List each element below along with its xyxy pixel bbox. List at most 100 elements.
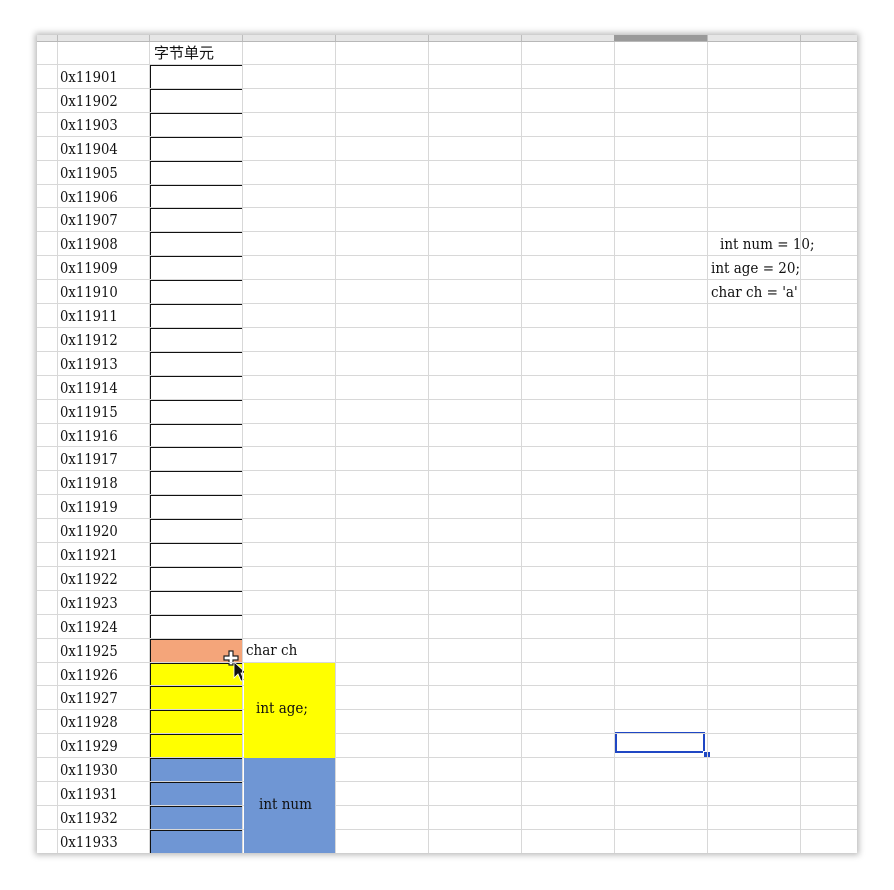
byte-cell[interactable]: [150, 161, 243, 185]
address-label: 0x11929: [60, 737, 118, 755]
byte-cell[interactable]: [150, 543, 243, 567]
grid-line: [37, 64, 857, 65]
byte-cell[interactable]: [150, 806, 243, 830]
char-ch-label: char ch: [246, 641, 298, 659]
int-num-label: int num: [259, 795, 312, 813]
grid-line: [37, 375, 857, 376]
byte-cell[interactable]: [150, 758, 243, 782]
address-label: 0x11915: [60, 403, 118, 421]
grid-line: [37, 542, 857, 543]
address-label: 0x11914: [60, 379, 118, 397]
grid-line: [37, 399, 857, 400]
address-label: 0x11920: [60, 522, 118, 540]
byte-cell[interactable]: [150, 615, 243, 639]
grid-line: [335, 42, 336, 853]
byte-unit-header: 字节单元: [154, 44, 215, 62]
byte-cell[interactable]: [150, 782, 243, 806]
byte-cell[interactable]: [150, 208, 243, 232]
byte-cell[interactable]: [150, 471, 243, 495]
grid-line: [707, 42, 708, 853]
byte-cell[interactable]: [150, 830, 243, 853]
code-line: int age = 20;: [711, 259, 801, 277]
grid-line: [37, 494, 857, 495]
byte-cell[interactable]: [150, 495, 243, 519]
column-header-cell[interactable]: [149, 35, 243, 41]
address-label: 0x11901: [60, 68, 118, 86]
byte-cell[interactable]: [150, 519, 243, 543]
address-label: 0x11931: [60, 785, 118, 803]
grid-line: [37, 685, 857, 686]
byte-cell[interactable]: [150, 710, 243, 734]
byte-cell[interactable]: [150, 591, 243, 615]
address-label: 0x11930: [60, 761, 118, 779]
address-label: 0x11912: [60, 331, 118, 349]
address-label: 0x11923: [60, 594, 118, 612]
grid-line: [521, 42, 522, 853]
byte-cell[interactable]: [150, 567, 243, 591]
address-label: 0x11908: [60, 235, 118, 253]
byte-cell[interactable]: [150, 352, 243, 376]
address-label: 0x11904: [60, 140, 118, 158]
column-header-cell[interactable]: [57, 35, 150, 41]
byte-cell[interactable]: [150, 256, 243, 280]
address-label: 0x11911: [60, 307, 118, 325]
column-header-bar[interactable]: [37, 35, 857, 42]
column-header-cell[interactable]: [37, 35, 58, 41]
grid-line: [37, 829, 857, 830]
grid-line: [37, 207, 857, 208]
byte-cell[interactable]: [150, 137, 243, 161]
byte-cell[interactable]: [150, 734, 243, 758]
grid-line: [37, 88, 857, 89]
byte-cell[interactable]: [150, 424, 243, 448]
column-header-cell[interactable]: [242, 35, 336, 41]
grid-line: [37, 709, 857, 710]
column-header-cell[interactable]: [800, 35, 857, 41]
byte-cell[interactable]: [150, 376, 243, 400]
byte-cell[interactable]: [150, 185, 243, 209]
grid-line: [37, 423, 857, 424]
grid-line: [37, 112, 857, 113]
column-header-cell[interactable]: [614, 35, 708, 41]
byte-cell[interactable]: [150, 328, 243, 352]
byte-cell[interactable]: [150, 686, 243, 710]
selected-cell[interactable]: [615, 732, 705, 753]
address-label: 0x11903: [60, 116, 118, 134]
grid-line: [37, 590, 857, 591]
byte-cell[interactable]: [150, 400, 243, 424]
grid-line: [800, 42, 801, 853]
grid-line: [37, 757, 857, 758]
int-num-block: [244, 758, 335, 853]
address-label: 0x11913: [60, 355, 118, 373]
address-label: 0x11924: [60, 618, 118, 636]
byte-cell[interactable]: [150, 89, 243, 113]
code-line: int num = 10;: [720, 235, 815, 253]
grid-line: [37, 184, 857, 185]
grid-line: [37, 518, 857, 519]
grid-line: [57, 42, 58, 853]
grid-line: [37, 781, 857, 782]
byte-cell[interactable]: [150, 113, 243, 137]
grid-line: [37, 446, 857, 447]
byte-cell[interactable]: [150, 447, 243, 471]
column-header-cell[interactable]: [335, 35, 429, 41]
byte-cell[interactable]: [150, 65, 243, 89]
grid-line: [37, 303, 857, 304]
address-label: 0x11927: [60, 689, 118, 707]
column-header-cell[interactable]: [428, 35, 522, 41]
address-label: 0x11919: [60, 498, 118, 516]
byte-cell[interactable]: [150, 304, 243, 328]
grid-line: [614, 42, 615, 853]
byte-cell[interactable]: [150, 280, 243, 304]
grid-line: [37, 231, 857, 232]
address-label: 0x11926: [60, 666, 118, 684]
address-label: 0x11932: [60, 809, 118, 827]
column-header-cell[interactable]: [521, 35, 615, 41]
address-label: 0x11918: [60, 474, 118, 492]
column-header-cell[interactable]: [707, 35, 801, 41]
grid-line: [37, 662, 857, 663]
code-line: char ch = 'a': [711, 283, 798, 301]
address-label: 0x11905: [60, 164, 118, 182]
address-label: 0x11916: [60, 427, 118, 445]
byte-cell[interactable]: [150, 232, 243, 256]
